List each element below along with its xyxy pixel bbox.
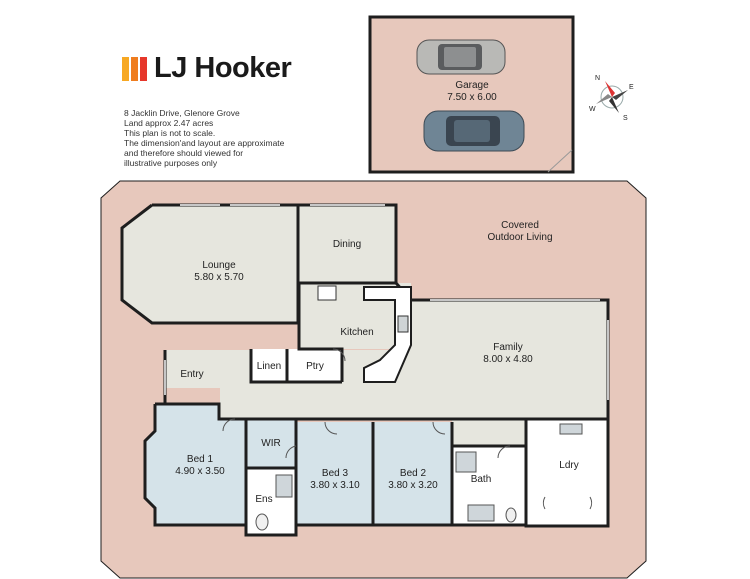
compass-w: W	[589, 106, 596, 113]
compass-icon: N E S W	[589, 75, 634, 121]
bed2-area	[374, 422, 452, 525]
garage-size: 7.50 x 6.00	[447, 92, 497, 103]
kitchen-bench	[363, 286, 412, 383]
ensuite-toilet	[255, 513, 269, 531]
note-line: 8 Jacklin Drive, Glenore Grove	[124, 108, 240, 118]
covered-line2: Outdoor Living	[487, 232, 553, 243]
bed1-name: Bed 1	[186, 454, 214, 465]
bed1-label: Bed 1 4.90 x 3.50	[160, 454, 240, 478]
bath-tub-long	[467, 504, 495, 522]
bed2-label: Bed 2 3.80 x 3.20	[374, 468, 452, 492]
bed3-label: Bed 3 3.80 x 3.10	[297, 468, 373, 492]
note-line: This plan is not to scale.	[124, 128, 216, 138]
garage-door-gap	[547, 149, 573, 173]
property-notes: 8 Jacklin Drive, Glenore Grove Land appr…	[124, 108, 284, 168]
compass-s: S	[623, 115, 628, 121]
ensuite-shower	[275, 474, 293, 498]
lounge-area	[122, 205, 298, 323]
bed2-name: Bed 2	[399, 468, 427, 479]
bed1-area	[145, 404, 245, 525]
laundry-label: Ldry	[559, 460, 579, 471]
cooktop	[317, 285, 337, 301]
windows	[164, 204, 609, 400]
lounge-size: 5.80 x 5.70	[194, 272, 244, 283]
bed2-size: 3.80 x 3.20	[388, 480, 438, 491]
note-line: illustrative purposes only	[124, 158, 218, 168]
bed3-area	[297, 422, 373, 525]
covered-label: Covered Outdoor Living	[470, 220, 570, 244]
garage-name: Garage	[455, 80, 489, 91]
pantry-area	[287, 349, 342, 382]
bed3-size: 3.80 x 3.10	[310, 480, 360, 491]
pantry-label: Ptry	[306, 361, 324, 372]
linen-label: Linen	[256, 361, 282, 372]
logo-wordmark: LJ Hooker	[154, 52, 292, 84]
dining-area	[299, 205, 396, 283]
wir-area	[246, 420, 296, 468]
bed1-size: 4.90 x 3.50	[175, 466, 225, 477]
car-blue	[423, 110, 525, 152]
note-line: The dimension'and layout are approximate	[124, 138, 285, 148]
wir-label: WIR	[261, 438, 281, 449]
hallway-area	[296, 385, 526, 419]
laundry-area	[527, 420, 608, 526]
family-label: Family 8.00 x 4.80	[468, 342, 548, 366]
covered-line1: Covered	[501, 220, 539, 231]
kitchen-sink	[397, 315, 409, 333]
bed3-name: Bed 3	[321, 468, 349, 479]
logo-bar-1	[122, 57, 129, 81]
bath-toilet	[505, 507, 517, 523]
logo-mark	[122, 57, 148, 81]
family-name: Family	[493, 342, 523, 353]
door-swings	[222, 348, 593, 510]
garage-label: Garage 7.50 x 6.00	[430, 80, 514, 104]
bathtub	[455, 451, 477, 473]
lounge-name: Lounge	[202, 260, 236, 271]
note-line: and therefore should viewed for	[124, 148, 244, 158]
family-size: 8.00 x 4.80	[483, 354, 533, 365]
kitchen-label: Kitchen	[340, 327, 374, 338]
logo-bar-3	[140, 57, 147, 81]
bath-label: Bath	[470, 474, 492, 485]
compass-n: N	[595, 75, 600, 82]
laundry-tub	[559, 423, 583, 435]
logo-bar-2	[131, 57, 138, 81]
ensuite-label: Ens	[255, 494, 273, 505]
compass-e: E	[629, 84, 634, 91]
lounge-label: Lounge 5.80 x 5.70	[176, 260, 262, 284]
dining-label: Dining	[332, 239, 362, 250]
note-line: Land approx 2.47 acres	[124, 118, 214, 128]
linen-area	[251, 349, 286, 382]
entry-label: Entry	[180, 369, 204, 380]
car-silver	[416, 39, 506, 75]
